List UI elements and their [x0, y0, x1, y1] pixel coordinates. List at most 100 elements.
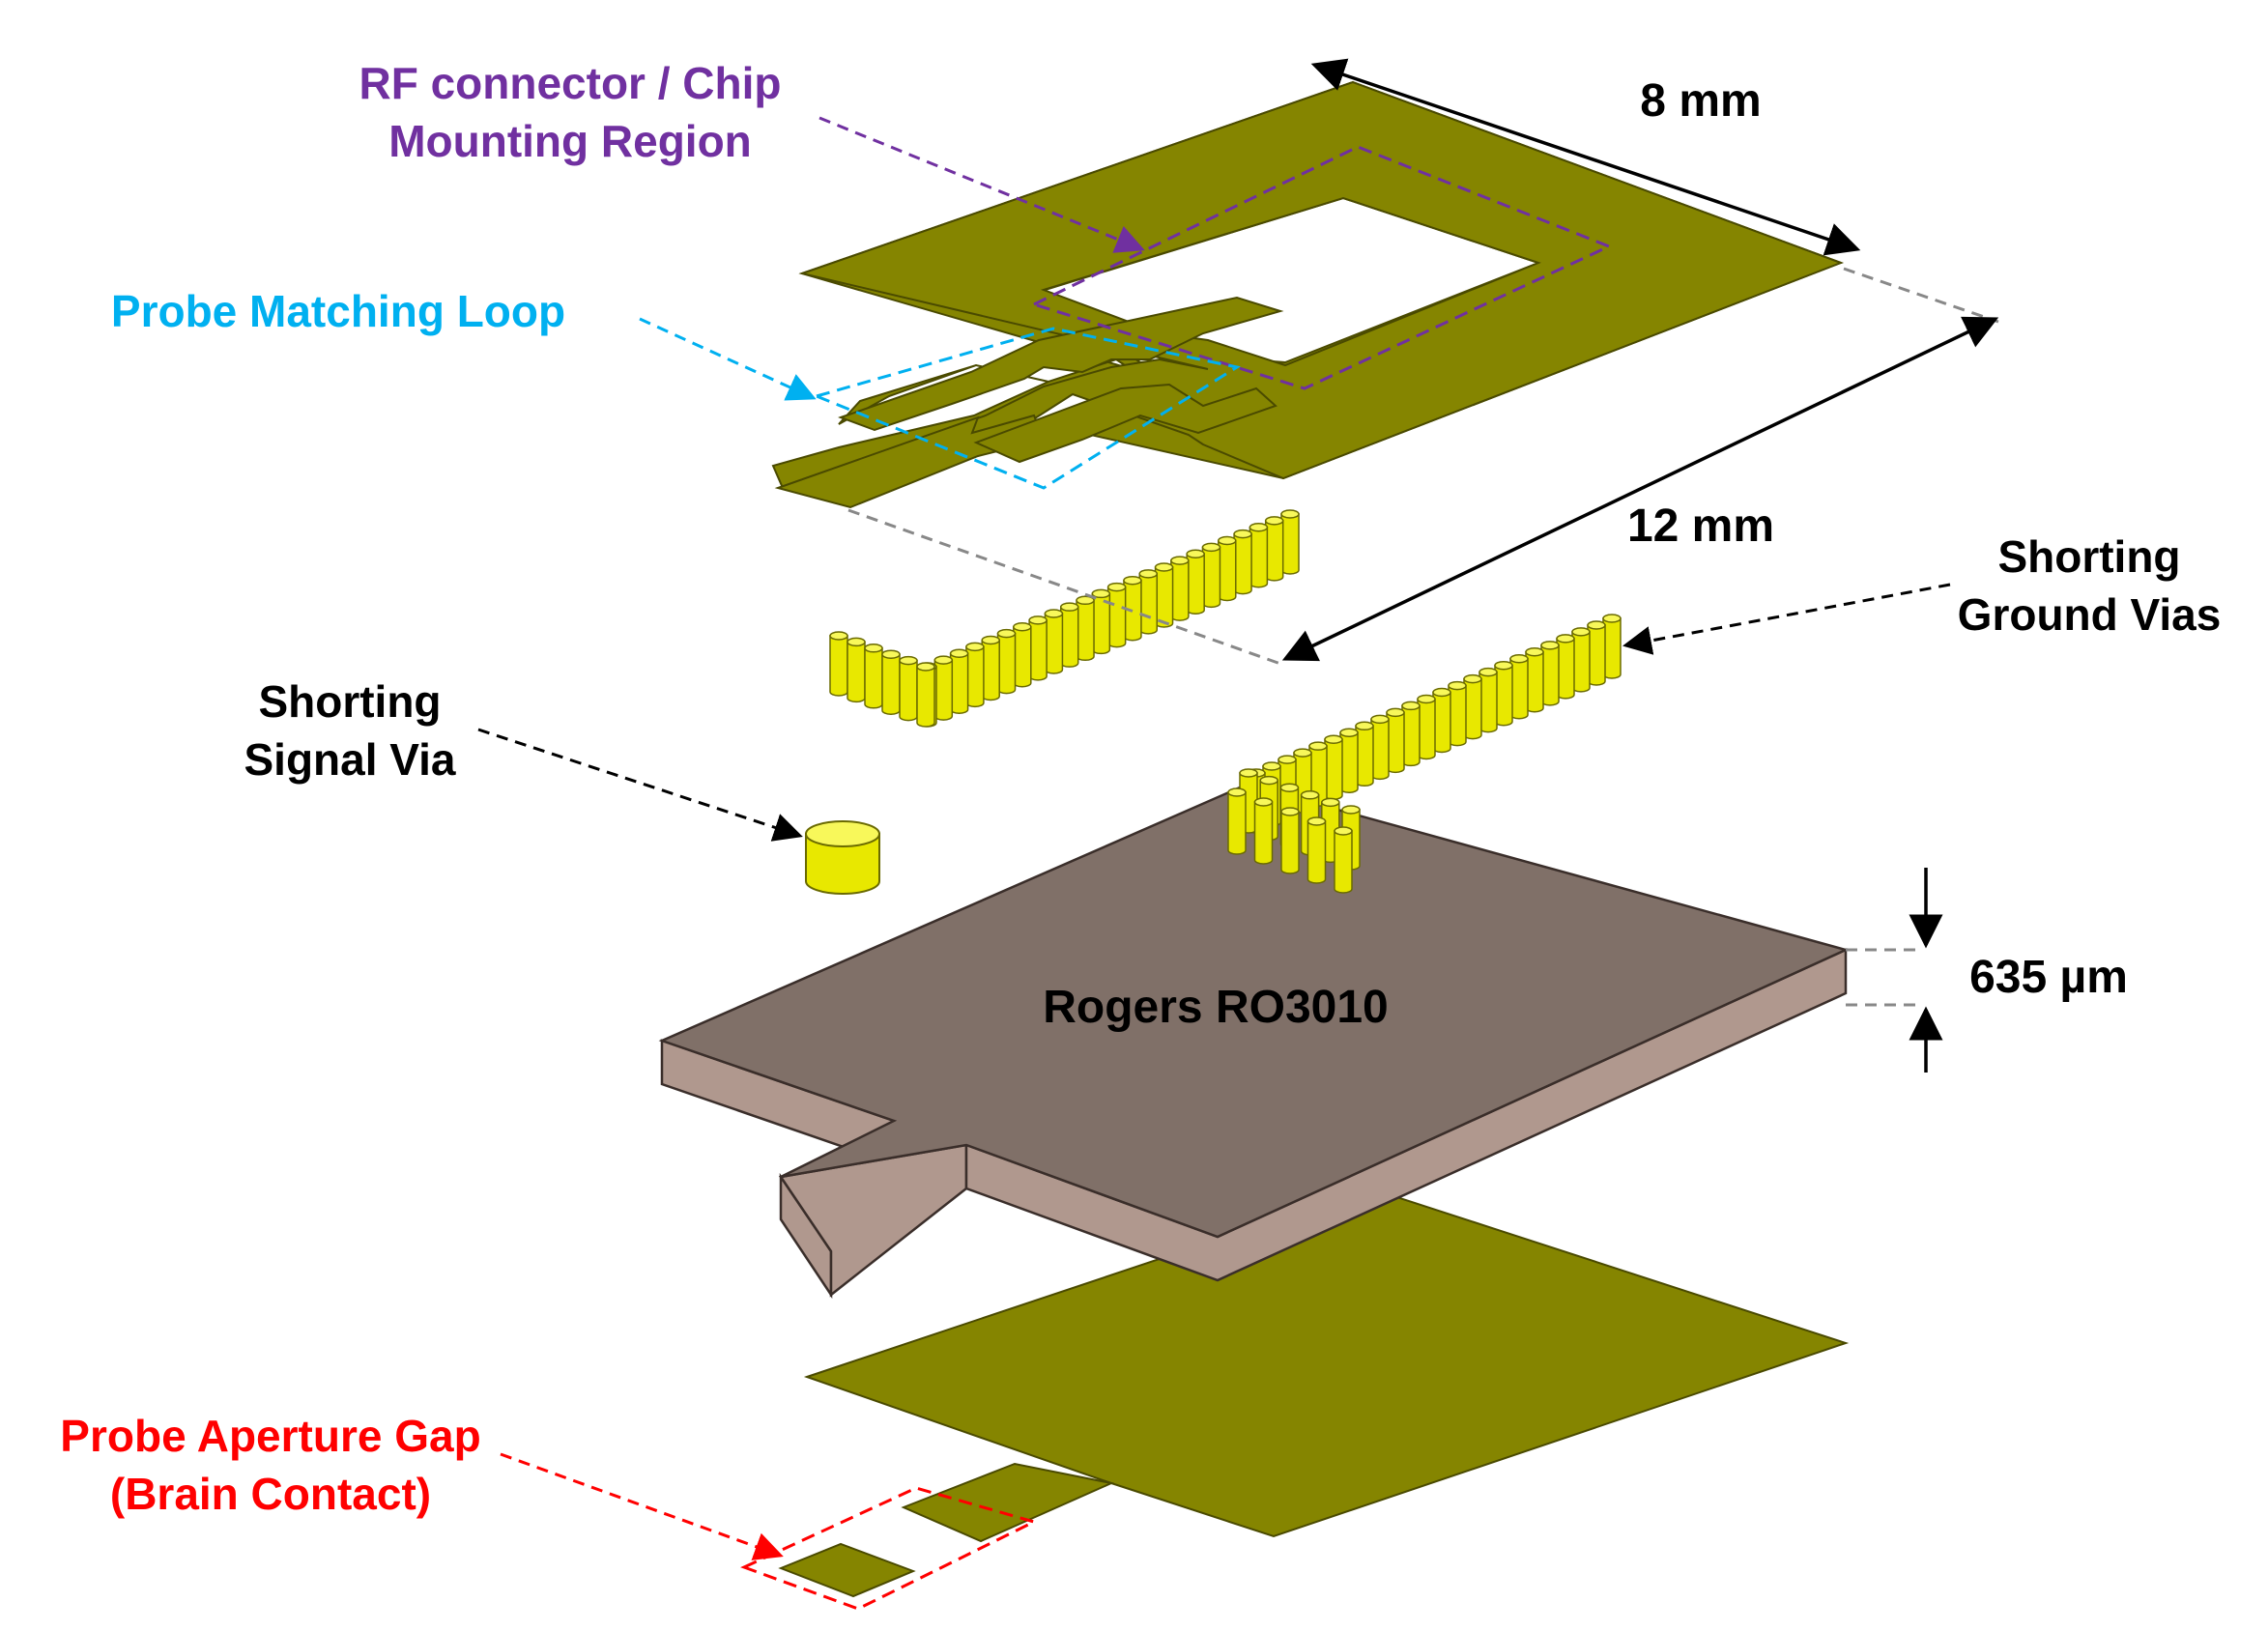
ground-via-top [1463, 673, 1482, 684]
ground-via [1201, 542, 1221, 609]
ground-via-top [1076, 595, 1095, 606]
length-dimension-arrow [1281, 316, 1999, 662]
ground-plane-tab [901, 1462, 1115, 1543]
ground-via-body [965, 645, 985, 708]
ground-via-top [1028, 615, 1048, 625]
ground-via [864, 644, 883, 709]
top-copper-layer [771, 80, 1844, 509]
ground-via-top [1091, 588, 1111, 599]
ground-via [1280, 509, 1300, 575]
ground-via [965, 642, 985, 708]
ground-via-top [1123, 575, 1142, 586]
ground-via [1186, 549, 1205, 615]
matching-loop-leader [639, 317, 817, 401]
ground-via-top [1300, 790, 1320, 800]
ground-via-top [1386, 707, 1405, 718]
ground-via-top [864, 644, 883, 653]
ground-via-body [1186, 553, 1205, 615]
ground-via-body [1280, 513, 1300, 575]
ground-via-top [1602, 614, 1622, 623]
ground-via-body [916, 666, 935, 728]
ground-via [1227, 787, 1247, 855]
ground-via-body [1264, 520, 1284, 582]
matching-loop-outline [812, 327, 1241, 490]
ground-via-top [1525, 647, 1544, 657]
ground-via-body [949, 652, 969, 715]
ground-via-body [1059, 606, 1079, 668]
ground-vias-label-line2: Ground Vias [1958, 589, 2222, 640]
ground-via-body [899, 659, 918, 722]
ground-via [847, 637, 866, 703]
ground-via-top [916, 662, 935, 672]
ground-via-top [1154, 562, 1174, 572]
ground-via-top [1370, 714, 1390, 725]
ground-via [1013, 622, 1032, 688]
ground-via-top [1264, 516, 1284, 526]
ground-via-top [1341, 805, 1361, 815]
ground-via [1044, 609, 1064, 674]
ground-via-top [1401, 701, 1421, 711]
ground-via [1091, 588, 1111, 655]
signal-via-top [805, 820, 880, 847]
bottom-ground-plane [778, 1187, 1850, 1598]
ground-via-top [1218, 535, 1237, 546]
ground-via-body [1138, 573, 1159, 635]
ground-via [1386, 707, 1405, 774]
ground-via-row-left [829, 509, 1300, 728]
ground-via-top [949, 648, 969, 659]
ground-via-top [1106, 582, 1127, 592]
matching-loop-stub-lower [973, 383, 1278, 464]
ground-via-body [1233, 532, 1252, 595]
ground-via-body [1201, 546, 1221, 609]
ground-via-top [1308, 741, 1328, 751]
aperture-label-line2: (Brain Contact) [110, 1469, 431, 1519]
ground-vias-label-line1: Shorting [1997, 531, 2180, 582]
ground-via [1233, 529, 1252, 595]
ground-via-top [1587, 620, 1606, 630]
ground-via-top [1556, 634, 1575, 644]
rf-region-outline [1029, 145, 1613, 390]
ground-via-top [933, 655, 954, 665]
ground-via-top [1334, 826, 1353, 836]
ground-via [1106, 582, 1127, 648]
ground-via-top [1201, 542, 1221, 553]
signal-via-leader [477, 728, 803, 842]
ground-via-top [1479, 667, 1498, 677]
length-dimension-label: 12 mm [1627, 501, 1774, 552]
ground-via-body [1013, 626, 1032, 688]
ground-via-body [1249, 526, 1269, 588]
ground-via [1334, 826, 1353, 894]
ground-via-body [1170, 559, 1190, 621]
ground-via [1432, 687, 1451, 754]
ground-via-top [829, 631, 848, 641]
width-dimension-arrow [1310, 58, 1861, 256]
ground-via-top [1509, 653, 1529, 664]
substrate-label: Rogers RO3010 [1043, 982, 1389, 1033]
ground-via-body [829, 635, 848, 697]
ground-via-top [881, 649, 901, 659]
signal-via-label-line1: Shorting [258, 676, 441, 727]
ground-via-top [1262, 761, 1281, 771]
ground-via-body [1280, 811, 1300, 874]
ground-via [881, 649, 901, 715]
ground-via-top [1059, 602, 1079, 612]
ground-via-top [1279, 783, 1300, 792]
ground-via [1138, 569, 1159, 635]
aperture-label-line1: Probe Aperture Gap [60, 1411, 480, 1461]
ground-via-top [1249, 522, 1269, 532]
ground-via-top [1448, 680, 1467, 691]
ground-via [981, 635, 1000, 701]
ground-via-top [1280, 509, 1300, 519]
ground-via-top [965, 642, 985, 652]
ground-via-top [1227, 787, 1247, 797]
ground-via-top [996, 628, 1017, 639]
ground-via-top [1170, 556, 1190, 565]
ground-via [1154, 562, 1174, 628]
ground-via [829, 631, 848, 697]
ground-via-top [1355, 721, 1374, 731]
ground-via-top [847, 637, 866, 647]
aperture-leader [500, 1452, 784, 1560]
ground-via-top [1339, 728, 1359, 738]
ground-vias-leader [1622, 583, 1951, 655]
